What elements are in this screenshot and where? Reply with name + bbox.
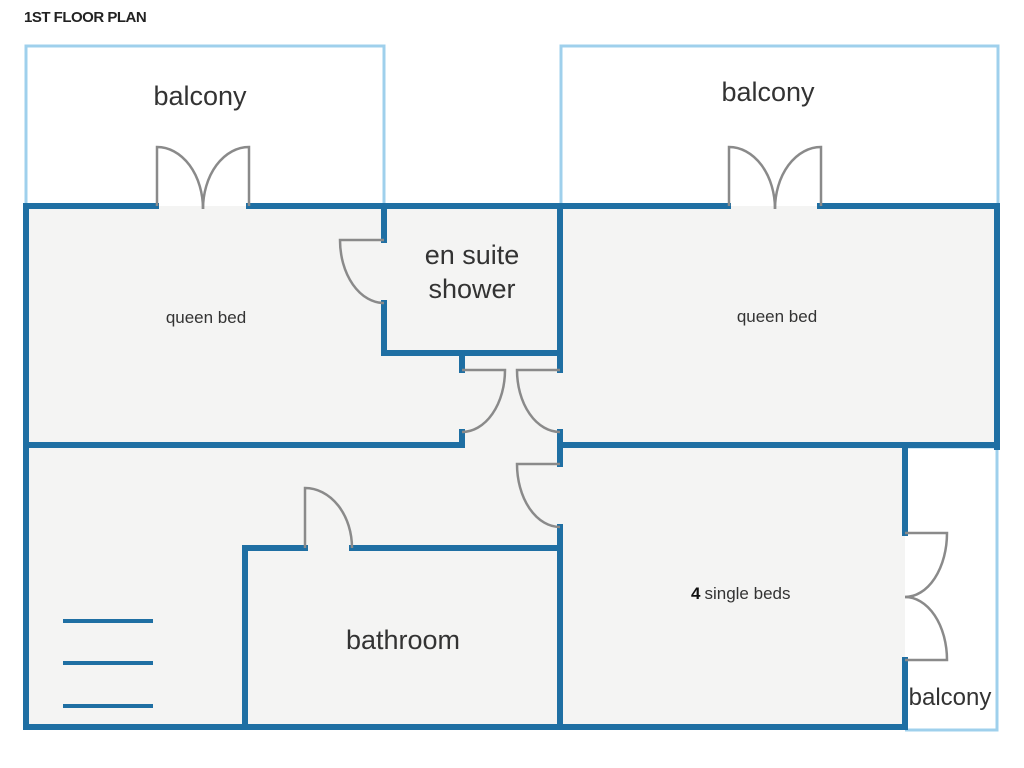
single-beds-text: single beds xyxy=(704,584,790,603)
single-beds-count: 4 xyxy=(691,584,701,603)
plan-title: 1ST FLOOR PLAN xyxy=(24,9,146,26)
walls xyxy=(23,203,1000,730)
label-en-suite: en suite xyxy=(425,240,520,270)
label-balcony-right: balcony xyxy=(721,77,815,107)
label-bathroom: bathroom xyxy=(346,625,460,655)
label-queen-bed-left: queen bed xyxy=(166,308,246,327)
label-shower: shower xyxy=(428,274,515,304)
label-balcony-small: balcony xyxy=(909,684,992,711)
floor-fill xyxy=(26,206,997,727)
door-swing-icon xyxy=(155,145,949,662)
label-queen-bed-right: queen bed xyxy=(737,307,817,326)
label-balcony-left: balcony xyxy=(153,81,247,111)
stairs-icon xyxy=(63,619,153,708)
